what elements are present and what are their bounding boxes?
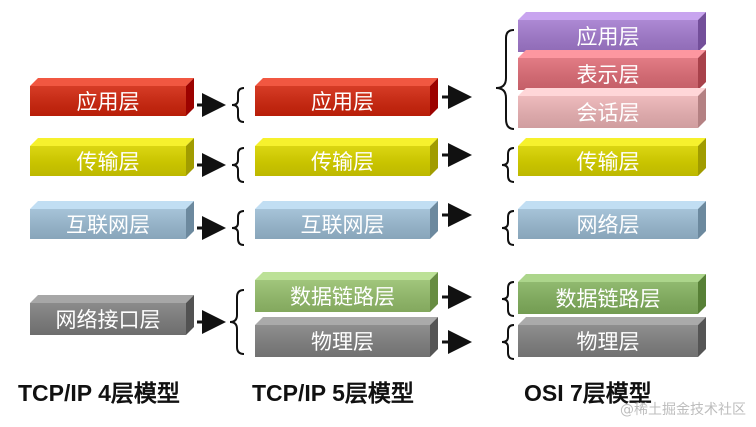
tcp4-layer-network-interface: 网络接口层 bbox=[30, 295, 194, 335]
brace-5-interface bbox=[229, 289, 245, 355]
brace-5-transport bbox=[231, 147, 245, 183]
osi-layer-presentation: 表示层 bbox=[518, 50, 706, 90]
tcp5-layer-datalink: 数据链路层 bbox=[255, 272, 438, 312]
osi-layer-datalink: 数据链路层 bbox=[518, 274, 706, 314]
osi-layer-transport: 传输层 bbox=[518, 138, 706, 176]
osi-layer-application: 应用层 bbox=[518, 12, 706, 52]
osi-layer-physical: 物理层 bbox=[518, 317, 706, 357]
tcp5-layer-internet: 互联网层 bbox=[255, 201, 438, 239]
osi-layer-session: 会话层 bbox=[518, 88, 706, 128]
brace-7-network bbox=[501, 210, 515, 246]
tcp4-layer-application: 应用层 bbox=[30, 78, 194, 116]
brace-7-datalink bbox=[501, 281, 515, 317]
brace-5-application bbox=[231, 87, 245, 123]
tcp5-layer-transport: 传输层 bbox=[255, 138, 438, 176]
osi-layer-network: 网络层 bbox=[518, 201, 706, 239]
tcp4-layer-transport: 传输层 bbox=[30, 138, 194, 176]
tcp4-caption: TCP/IP 4层模型 bbox=[18, 380, 180, 406]
brace-7-application bbox=[495, 29, 515, 130]
tcp5-caption: TCP/IP 5层模型 bbox=[252, 380, 414, 406]
tcp4-layer-internet: 互联网层 bbox=[30, 201, 194, 239]
tcp5-layer-application: 应用层 bbox=[255, 78, 438, 116]
osi-caption: OSI 7层模型 bbox=[524, 380, 652, 406]
brace-7-physical bbox=[501, 324, 515, 360]
brace-5-internet bbox=[231, 210, 245, 246]
watermark: @稀土掘金技术社区 bbox=[620, 402, 746, 418]
brace-7-transport bbox=[501, 147, 515, 183]
tcp5-layer-physical: 物理层 bbox=[255, 317, 438, 357]
